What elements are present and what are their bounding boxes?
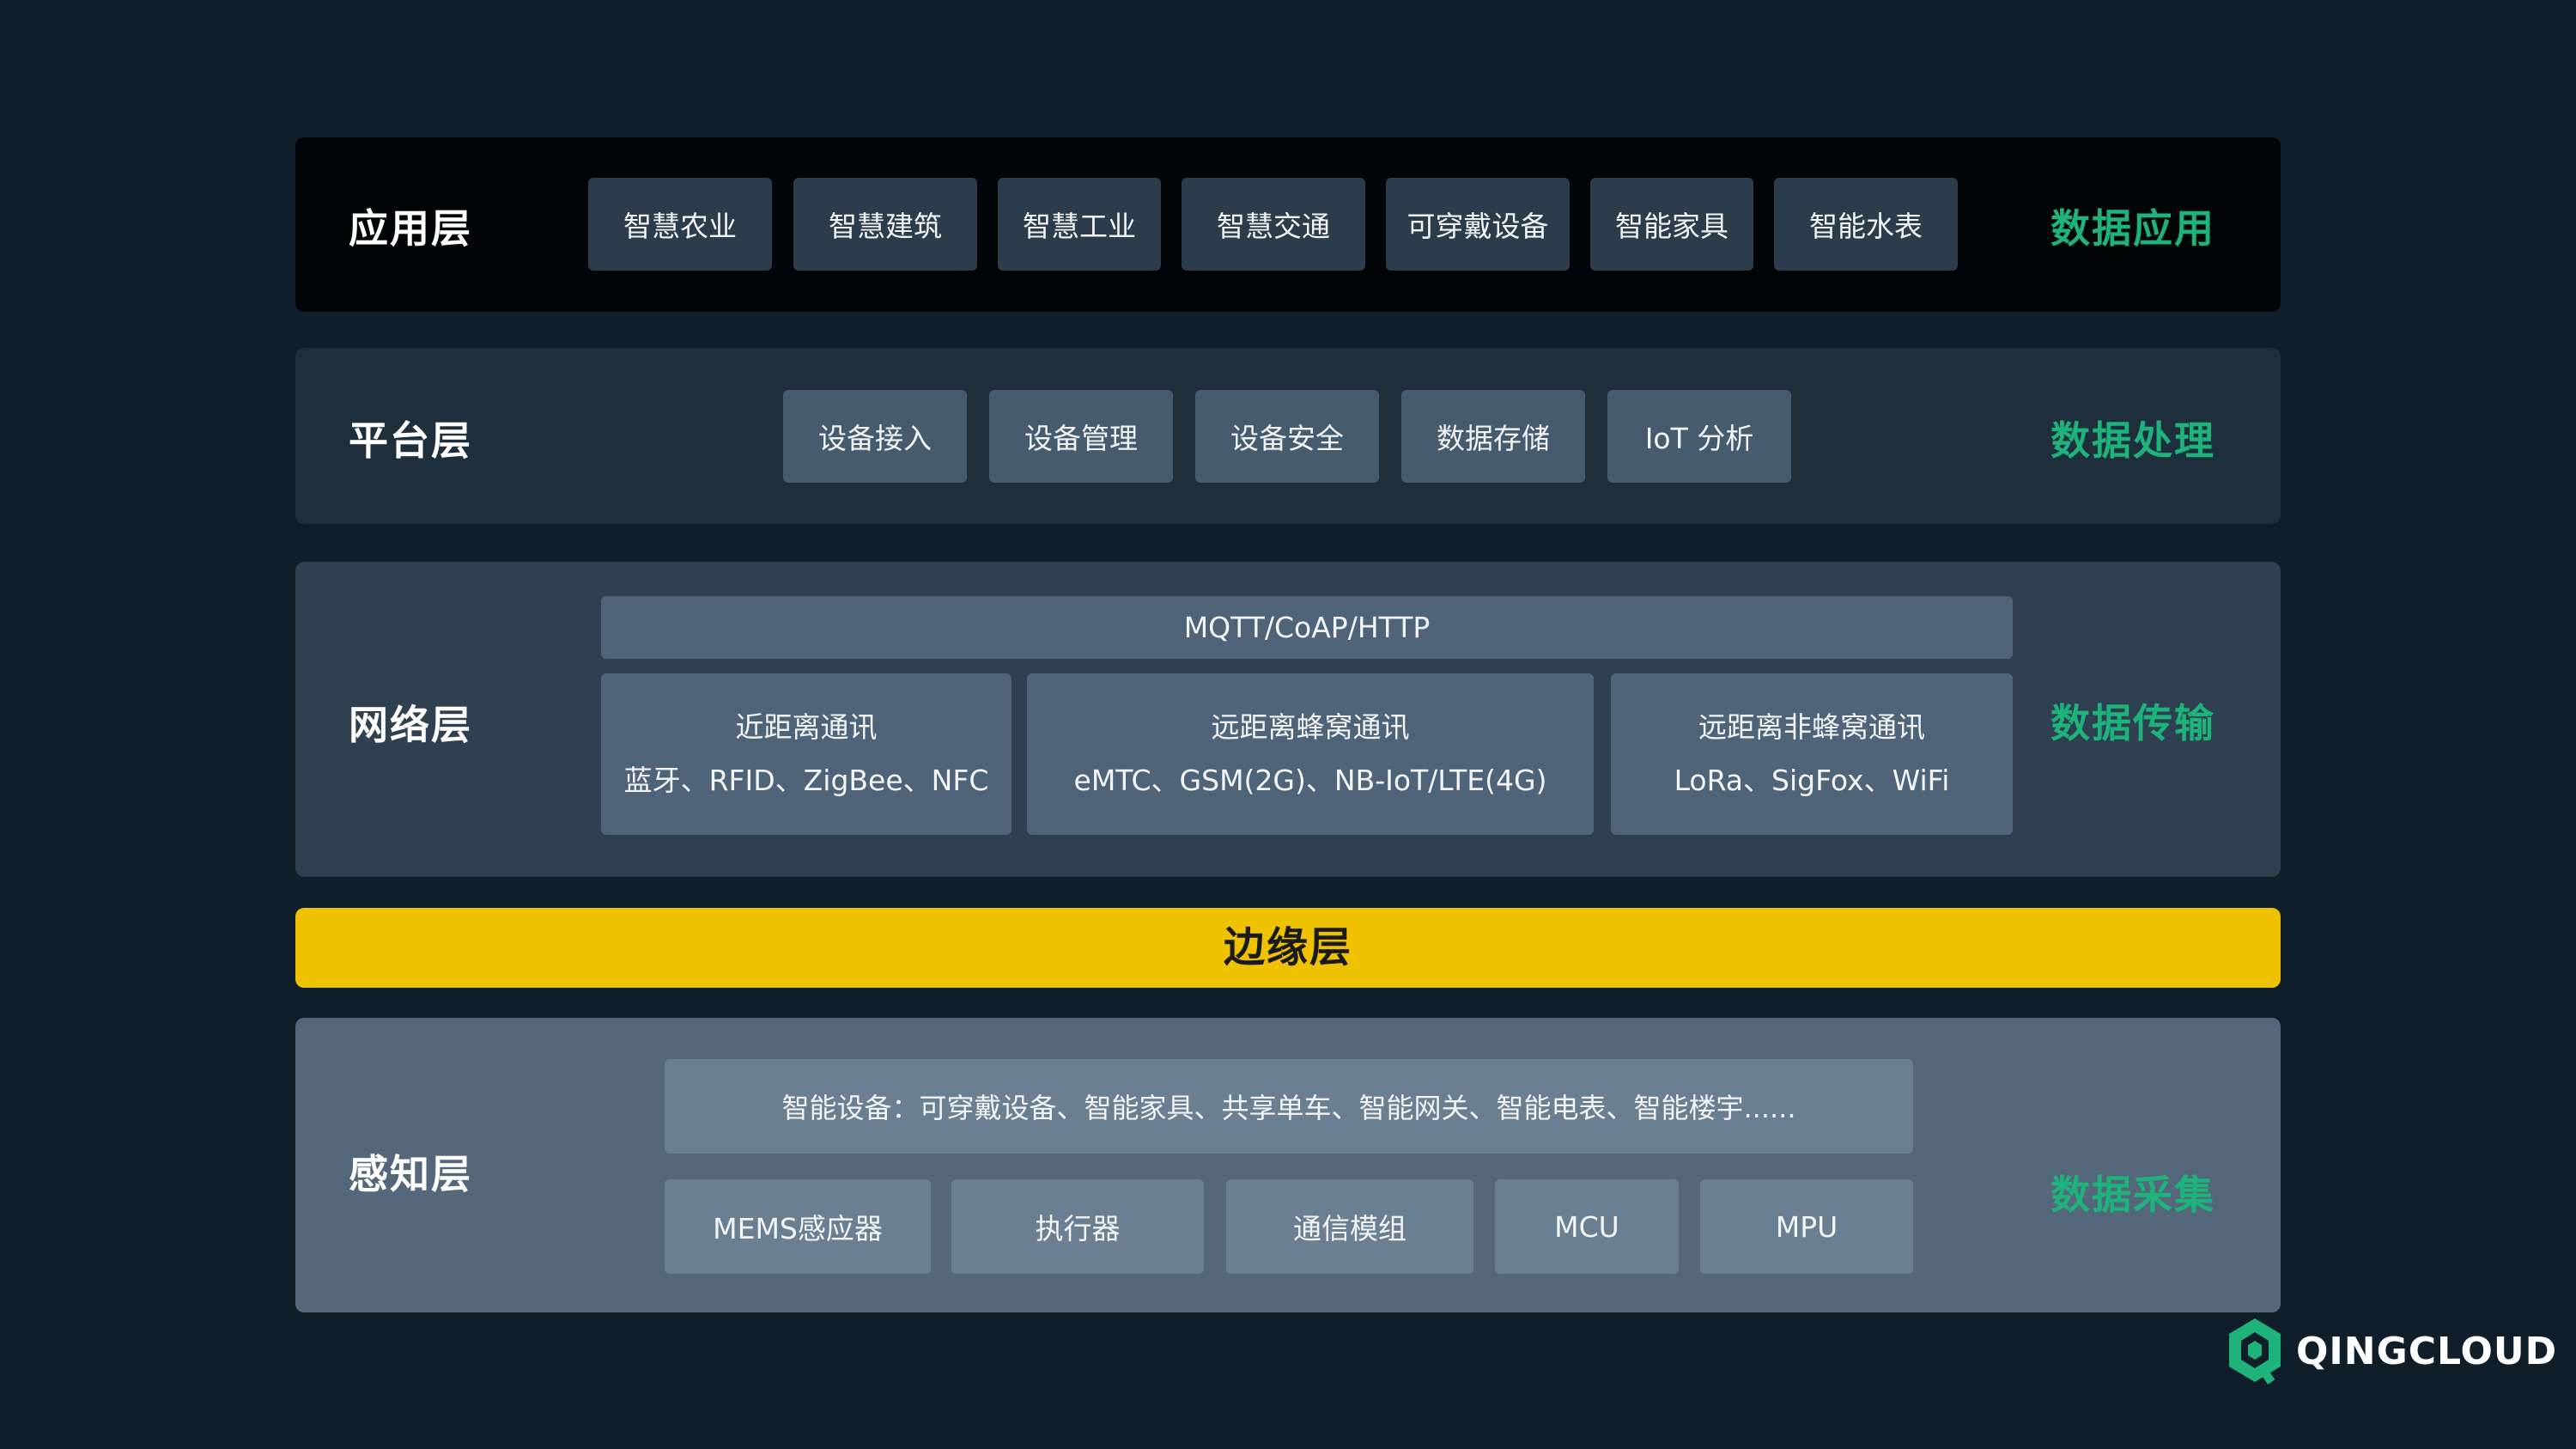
network-group-detail: LoRa、SigFox、WiFi: [1674, 764, 1950, 797]
protocol-bar: MQTT/CoAP/HTTP: [601, 596, 2013, 659]
network-layer: 网络层 MQTT/CoAP/HTTP 近距离通讯 蓝牙、RFID、ZigBee、…: [295, 562, 2281, 877]
platform-item: 设备接入: [783, 390, 967, 483]
app-item: 智能家具: [1590, 178, 1753, 271]
platform-layer-title: 平台层: [349, 417, 472, 464]
network-group-detail: eMTC、GSM(2G)、NB-IoT/LTE(4G): [1073, 764, 1547, 797]
smart-devices-bar: 智能设备：可穿戴设备、智能家具、共享单车、智能网关、智能电表、智能楼宇.....…: [665, 1059, 1913, 1154]
sense-component: MCU: [1495, 1179, 1679, 1274]
qingcloud-logo: QINGCLOUD: [2226, 1314, 2557, 1388]
network-group-detail: 蓝牙、RFID、ZigBee、NFC: [623, 764, 989, 797]
platform-item: IoT 分析: [1607, 390, 1791, 483]
sense-layer-title: 感知层: [349, 1151, 472, 1197]
network-group-name: 远距离非蜂窝通讯: [1698, 710, 1925, 744]
app-item: 智慧交通: [1182, 178, 1365, 271]
edge-layer: 边缘层: [295, 908, 2281, 988]
edge-layer-title: 边缘层: [1223, 923, 1352, 971]
app-layer: 应用层 智慧农业 智慧建筑 智慧工业 智慧交通 可穿戴设备 智能家具 智能水表 …: [295, 137, 2281, 312]
app-item: 智慧农业: [588, 178, 772, 271]
sense-layer: 感知层 智能设备：可穿戴设备、智能家具、共享单车、智能网关、智能电表、智能楼宇.…: [295, 1018, 2281, 1312]
platform-item: 设备安全: [1195, 390, 1379, 483]
logo-text: QINGCLOUD: [2296, 1329, 2558, 1373]
platform-item: 数据存储: [1401, 390, 1585, 483]
platform-layer: 平台层 设备接入 设备管理 设备安全 数据存储 IoT 分析 数据处理: [295, 348, 2281, 524]
network-group-name: 近距离通讯: [735, 710, 878, 744]
app-item: 智能水表: [1774, 178, 1958, 271]
network-group-name: 远距离蜂窝通讯: [1211, 710, 1410, 744]
network-layer-tag: 数据传输: [2050, 700, 2215, 746]
network-group-near: 近距离通讯 蓝牙、RFID、ZigBee、NFC: [601, 673, 1012, 835]
network-group-cellular: 远距离蜂窝通讯 eMTC、GSM(2G)、NB-IoT/LTE(4G): [1027, 673, 1594, 835]
app-item: 可穿戴设备: [1386, 178, 1570, 271]
sense-component: MPU: [1700, 1179, 1913, 1274]
platform-item: 设备管理: [989, 390, 1173, 483]
sense-layer-tag: 数据采集: [2050, 1172, 2215, 1218]
sense-component: 通信模组: [1226, 1179, 1473, 1274]
app-item: 智慧工业: [998, 178, 1161, 271]
platform-layer-tag: 数据处理: [2050, 417, 2215, 464]
network-group-noncellular: 远距离非蜂窝通讯 LoRa、SigFox、WiFi: [1611, 673, 2013, 835]
network-layer-title: 网络层: [349, 702, 472, 748]
sense-component: 执行器: [951, 1179, 1204, 1274]
qingcloud-logo-icon: [2229, 1318, 2281, 1385]
app-item: 智慧建筑: [793, 178, 977, 271]
app-layer-title: 应用层: [349, 205, 472, 252]
app-layer-tag: 数据应用: [2050, 205, 2215, 252]
sense-component: MEMS感应器: [665, 1179, 931, 1274]
